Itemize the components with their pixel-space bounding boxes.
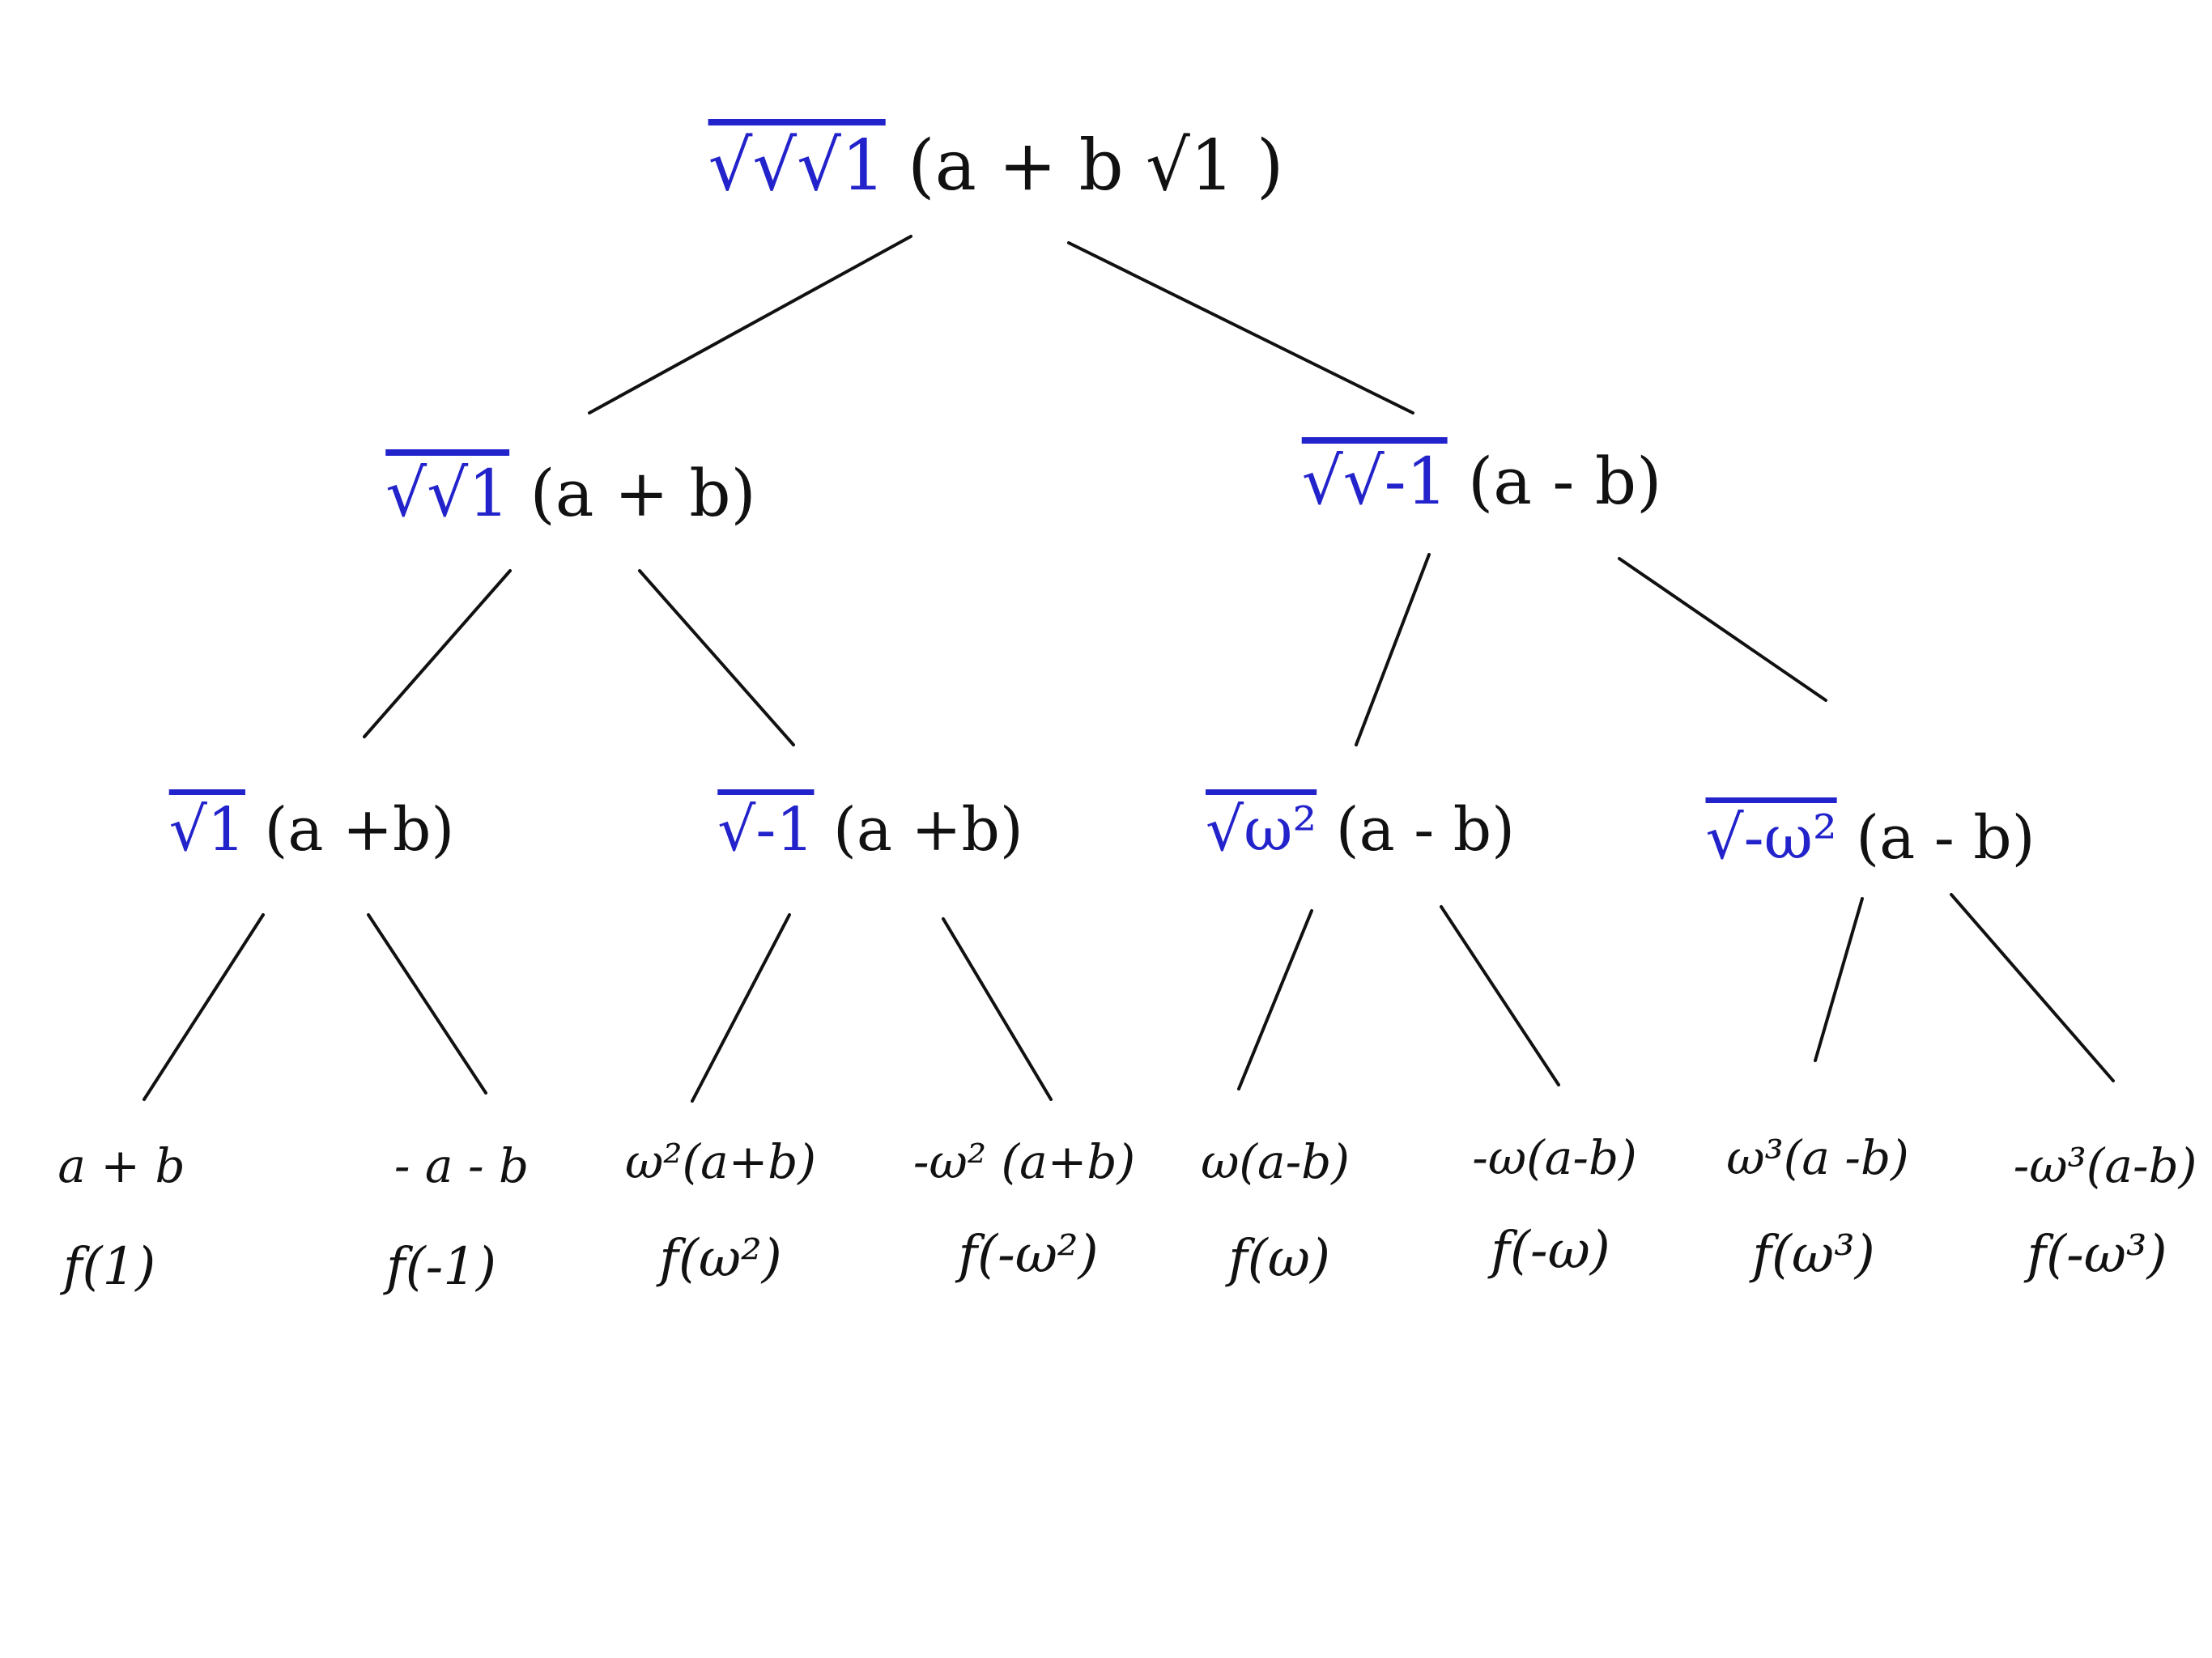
- leaf-value-8: -ω³(a-b): [2013, 1138, 2197, 1193]
- level1-right-expression: (a - b): [1468, 444, 1662, 519]
- leaf-value-2: - a - b: [393, 1138, 530, 1193]
- leaf-function-6: f(-ω): [1491, 1221, 1610, 1281]
- leaf-value-1: a + b: [57, 1138, 185, 1193]
- root-expression: (a + b √1 ): [908, 125, 1284, 206]
- leaf-value-5: ω(a-b): [1201, 1134, 1350, 1189]
- leaf-function-3: f(ω²): [659, 1229, 782, 1289]
- edge-l1a-l2a: [363, 569, 512, 738]
- leaf-function-8: f(-ω³): [2027, 1225, 2167, 1285]
- edge-l2a-leaf2: [367, 913, 487, 1095]
- edge-root-left: [588, 235, 912, 414]
- leaf-function-4: f(-ω²): [958, 1225, 1099, 1285]
- leaf-function-1: f(1): [62, 1237, 156, 1297]
- leaf-value-6: -ω(a-b): [1472, 1130, 1637, 1185]
- level1-node-left: √√1 (a + b): [385, 461, 756, 526]
- level2-3-expression: (a - b): [1335, 795, 1515, 865]
- edge-root-right: [1067, 241, 1414, 414]
- level1-right-radical: √√-1: [1301, 444, 1448, 519]
- edge-l2c-leaf6: [1440, 905, 1560, 1086]
- level1-left-radical: √√1: [385, 456, 510, 531]
- level1-node-right: √√-1 (a - b): [1302, 449, 1662, 514]
- leaf-function-7: f(ω³): [1752, 1225, 1875, 1285]
- edge-l2b-leaf4: [942, 917, 1053, 1101]
- leaf-value-3: ω²(a+b): [624, 1134, 817, 1189]
- edge-l2a-leaf1: [143, 913, 265, 1101]
- level2-node-4: √-ω² (a - b): [1706, 808, 2035, 868]
- root-radical: √√√1: [708, 125, 886, 206]
- leaf-value-4: -ω² (a+b): [912, 1134, 1136, 1189]
- level2-2-radical: √-1: [717, 795, 815, 865]
- edge-l1a-l2b: [638, 569, 795, 746]
- root-node: √√√1 (a + b √1 ): [708, 131, 1284, 201]
- level2-2-expression: (a +b): [833, 795, 1023, 865]
- edge-l2b-leaf3: [691, 913, 791, 1103]
- edge-l1b-l2c: [1355, 553, 1431, 746]
- level2-4-radical: √-ω²: [1705, 803, 1837, 873]
- level2-node-3: √ω² (a - b): [1206, 800, 1515, 860]
- level2-1-expression: (a +b): [264, 795, 455, 865]
- edge-l1b-l2d: [1618, 557, 1827, 702]
- leaf-function-5: f(ω): [1228, 1229, 1330, 1289]
- edge-l2d-leaf8: [1950, 893, 2115, 1082]
- level2-node-2: √-1 (a +b): [717, 800, 1023, 860]
- leaf-value-7: ω³(a -b): [1726, 1130, 1909, 1185]
- level2-4-expression: (a - b): [1856, 803, 2035, 873]
- level1-left-expression: (a + b): [530, 456, 756, 531]
- level2-3-radical: √ω²: [1206, 795, 1317, 865]
- level2-1-radical: √1: [168, 795, 245, 865]
- leaf-function-2: f(-1): [386, 1237, 496, 1297]
- level2-node-1: √1 (a +b): [169, 800, 455, 860]
- edge-l2c-leaf5: [1237, 909, 1313, 1090]
- edge-l2d-leaf7: [1814, 897, 1864, 1062]
